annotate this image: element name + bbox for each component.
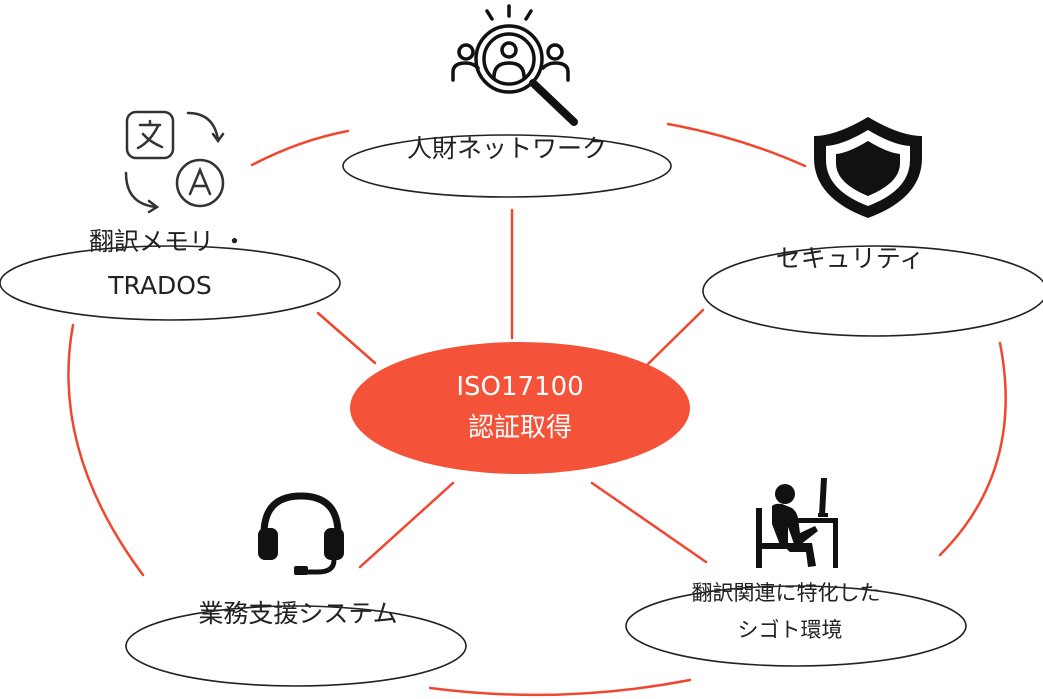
- node-support-ellipse: [125, 605, 467, 687]
- spoke-support: [358, 481, 455, 569]
- node-tm-ellipse: [0, 245, 341, 321]
- people-search-icon: [451, 4, 578, 126]
- headset-icon: [258, 492, 344, 575]
- node-support-label: 業務支援システム: [198, 599, 397, 628]
- node-tm: 翻訳メモリ ・ TRADOS: [0, 110, 341, 321]
- center-node: ISO17100 認証取得: [350, 342, 690, 474]
- node-environment-label-line1: 翻訳関連に特化した: [692, 581, 881, 605]
- person-at-desk-icon: [756, 478, 838, 568]
- connector-lines: [67, 122, 1007, 697]
- shield-icon: [814, 117, 922, 218]
- node-tm-label-line1: 翻訳メモリ ・: [89, 227, 247, 256]
- node-support: 業務支援システム: [125, 492, 467, 687]
- node-environment-label-line2: シゴト環境: [738, 618, 843, 642]
- link-security-environment: [938, 341, 1007, 557]
- node-security-label: セキュリティ: [776, 244, 925, 273]
- link-environment-support: [428, 678, 692, 697]
- node-network: 人財ネットワーク: [342, 4, 672, 198]
- link-support-tm: [67, 323, 145, 577]
- spoke-environment: [590, 481, 708, 564]
- node-network-ellipse: [342, 134, 672, 198]
- node-environment: 翻訳関連に特化した シゴト環境: [625, 478, 967, 667]
- link-network-security: [666, 122, 807, 168]
- translate-icon: [124, 110, 225, 214]
- spoke-tm: [316, 311, 377, 365]
- center-ellipse: [350, 342, 690, 474]
- link-tm-network: [250, 129, 350, 167]
- center-label-line2: 認証取得: [468, 413, 572, 443]
- node-security-ellipse: [702, 245, 1043, 337]
- spoke-security: [646, 308, 705, 366]
- center-label-line1: ISO17100: [456, 372, 583, 402]
- node-security: セキュリティ: [702, 117, 1043, 337]
- node-environment-ellipse: [625, 585, 967, 667]
- node-tm-label-line2: TRADOS: [107, 271, 212, 300]
- node-network-label: 人財ネットワーク: [407, 134, 607, 163]
